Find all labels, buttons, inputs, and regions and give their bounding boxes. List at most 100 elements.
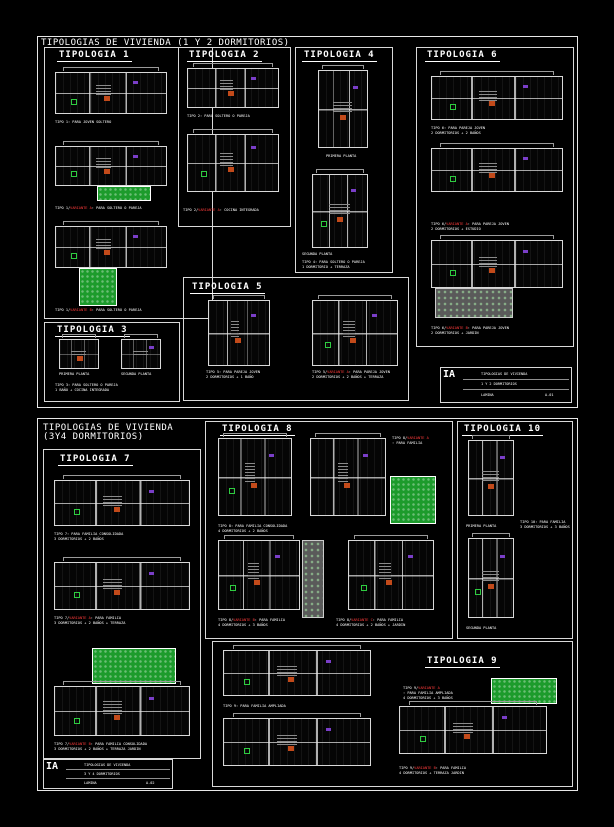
plan-caption: TIPO 1/VARIANTE B: PARA SOLTERO O PAREJA bbox=[55, 308, 142, 312]
tipologia-8-frame: TIPOLOGIA 8 TIPO 8/VARIANTE A : PARA FAM… bbox=[205, 421, 453, 639]
tipologia-4-frame: TIPOLOGIA 4 PRIMERA PLANTA SEGUNDA PLANT… bbox=[295, 47, 393, 273]
tipologia-1-frame: TIPOLOGIA 1 TIPO 1: PARA JOVEN SOLTERO T… bbox=[44, 47, 213, 319]
garden-area bbox=[92, 648, 176, 684]
studio-logo: IA bbox=[46, 761, 59, 772]
garden-area bbox=[97, 186, 151, 201]
garden-area bbox=[390, 476, 436, 524]
sheet-number: A-01 bbox=[545, 393, 554, 397]
plan-caption: TIPO 2/VARIANTE A: COCINA INTEGRADA bbox=[183, 208, 259, 212]
tipologia-7-frame: TIPOLOGIA 7 TIPO 7: PARA FAMILIA CONSOLI… bbox=[43, 449, 201, 759]
plan-caption: 4 DORMITORIOS + 3 BAÑOS bbox=[218, 623, 268, 627]
plan-caption: 4 DORMITORIOS + TERRAZA JARDIN bbox=[399, 771, 464, 775]
plan-caption: TIPO 8: PARA FAMILIA CONSOLIDADA bbox=[218, 524, 288, 528]
tipologia-8-title: TIPOLOGIA 8 bbox=[220, 424, 295, 436]
plan-caption: 4 DORMITORIOS + 2 BAÑOS bbox=[218, 529, 268, 533]
floor-plan bbox=[54, 475, 190, 526]
plan-caption: TIPO 2: PARA SOLTERO O PAREJA bbox=[187, 114, 250, 118]
tipologia-3-title: TIPOLOGIA 3 bbox=[55, 325, 130, 337]
sheet-2-title: TIPOLOGIAS DE VIVIENDA bbox=[43, 423, 174, 433]
tipologia-2-title: TIPOLOGIA 2 bbox=[187, 50, 262, 62]
title-block-row: TIPOLOGIAS DE VIVIENDA bbox=[481, 372, 528, 376]
floor-plan bbox=[348, 535, 434, 610]
tipologia-3-frame: TIPOLOGIA 3 PRIMERA PLANTA SEGUNDA PLANT… bbox=[44, 322, 180, 402]
floor-plan bbox=[223, 645, 371, 696]
plan-caption: : PARA FAMILIA AMPLIADA bbox=[403, 691, 453, 695]
floor-plan bbox=[431, 71, 563, 120]
tipologia-6-frame: TIPOLOGIA 6 TIPO 6: PARA PAREJA JOVEN 2 … bbox=[416, 47, 574, 347]
plan-caption: TIPO 1: PARA JOVEN SOLTERO bbox=[55, 120, 112, 124]
floor-plan bbox=[318, 65, 368, 148]
floor-plan bbox=[218, 433, 292, 516]
floor-plan bbox=[187, 129, 279, 192]
title-block-line bbox=[66, 778, 170, 779]
plan-caption: TIPO 1/VARIANTE A: PARA SOLTERO O PAREJA bbox=[55, 206, 142, 210]
floor-plan bbox=[399, 701, 547, 754]
floor-plan bbox=[54, 557, 190, 610]
tipologia-5-frame: TIPOLOGIA 5 TIPO 5: PARA PAREJA JOVEN 2 … bbox=[183, 277, 409, 401]
plan-caption: 2 DORMITORIOS + 1 BAÑO bbox=[206, 375, 254, 379]
plan-caption: TIPO 7/VARIANTE A: PARA FAMILIA bbox=[54, 616, 122, 620]
title-block-line bbox=[463, 379, 569, 380]
tipologia-2-frame: TIPOLOGIA 2 TIPO 2: PARA SOLTERO O PAREJ… bbox=[178, 47, 291, 227]
floor-plan bbox=[218, 535, 300, 610]
sheet-number: A-02 bbox=[146, 781, 155, 785]
sheet-2-subtitle: (3Y4 DORMITORIOS) bbox=[43, 432, 144, 442]
plan-caption: 3 DORMITORIOS + 3 BAÑOS bbox=[520, 525, 570, 529]
plan-caption: TIPO 10: PARA FAMILIA bbox=[520, 520, 566, 524]
plan-caption: TIPO 4: PARA SOLTERO O PAREJA bbox=[302, 260, 365, 264]
plan-caption: TIPO 5: PARA PAREJA JOVEN bbox=[206, 370, 261, 374]
studio-logo: IA bbox=[443, 369, 456, 380]
tipologia-1-title: TIPOLOGIA 1 bbox=[57, 50, 132, 62]
plan-level-label: SEGUNDA PLANTA bbox=[466, 626, 497, 630]
plan-level-label: PRIMERA PLANTA bbox=[466, 524, 497, 528]
tipologia-5-title: TIPOLOGIA 5 bbox=[190, 282, 265, 294]
tipologia-9-title: TIPOLOGIA 9 bbox=[425, 656, 500, 668]
tipologia-10-frame: TIPOLOGIA 10 PRIMERA PLANTA TIPO 10: PAR… bbox=[457, 421, 573, 639]
plan-caption: TIPO 8/VARIANTE A bbox=[392, 436, 429, 440]
plan-caption: TIPO 5/VARIANTE A: PARA PAREJA JOVEN bbox=[312, 370, 390, 374]
floor-plan bbox=[468, 435, 514, 516]
floor-plan bbox=[55, 141, 167, 186]
plan-caption: TIPO 8/VARIANTE C: PARA FAMILIA bbox=[336, 618, 404, 622]
plan-caption: 3 DORMITORIOS + 2 BAÑOS + TERRAZA bbox=[54, 621, 126, 625]
floor-plan bbox=[55, 67, 167, 114]
tipologia-9-frame: TIPO 9: PARA FAMILIA AMPLIADA TIPOLOGIA … bbox=[212, 641, 573, 787]
floor-plan bbox=[312, 295, 398, 366]
patio-area bbox=[435, 288, 513, 318]
patio-area bbox=[302, 540, 324, 618]
plan-level-label: SEGUNDA PLANTA bbox=[302, 252, 333, 256]
plan-caption: TIPO 9/VARIANTE A bbox=[403, 686, 440, 690]
sheet-1-title: TIPOLOGIAS DE VIVIENDA (1 Y 2 DORMITORIO… bbox=[41, 38, 290, 48]
floor-plan bbox=[187, 63, 279, 108]
plan-caption: TIPO 7: PARA FAMILIA CONSOLIDADA bbox=[54, 532, 124, 536]
plan-caption: TIPO 6: PARA PAREJA JOVEN bbox=[431, 126, 486, 130]
title-block-line bbox=[463, 389, 569, 390]
plan-caption: 4 DORMITORIOS + 3 BAÑOS bbox=[403, 696, 453, 700]
tipologia-4-title: TIPOLOGIA 4 bbox=[302, 50, 377, 62]
garden-area bbox=[491, 678, 557, 704]
floor-plan bbox=[208, 295, 270, 366]
title-block-row: 1 Y 2 DORMITORIOS bbox=[481, 382, 517, 386]
plan-caption: TIPO 9: PARA FAMILIA AMPLIADA bbox=[223, 704, 286, 708]
title-block-row: LAMINA bbox=[481, 393, 494, 397]
title-block: IA TIPOLOGIAS DE VIVIENDA 1 Y 2 DORMITOR… bbox=[440, 367, 572, 403]
plan-caption: TIPO 6/VARIANTE B: PARA PAREJA JOVEN bbox=[431, 326, 509, 330]
floor-plan bbox=[431, 235, 563, 288]
plan-level-label: PRIMERA PLANTA bbox=[326, 154, 357, 158]
plan-caption: 2 DORMITORIOS + JARDIN bbox=[431, 331, 479, 335]
title-block: IA TIPOLOGIAS DE VIVIENDA 3 Y 4 DORMITOR… bbox=[43, 759, 173, 789]
plan-level-label: SEGUNDA PLANTA bbox=[121, 372, 152, 376]
floor-plan bbox=[121, 334, 161, 369]
plan-caption: 1 DORMITORIO + TERRAZA bbox=[302, 265, 350, 269]
plan-caption: 3 DORMITORIOS + 2 BAÑOS + TERRAZA JARDIN bbox=[54, 747, 141, 751]
title-block-row: 3 Y 4 DORMITORIOS bbox=[84, 772, 120, 776]
tipologia-6-title: TIPOLOGIA 6 bbox=[425, 50, 500, 62]
floor-plan bbox=[431, 143, 563, 192]
plan-caption: 2 DORMITORIOS + ESTUDIO bbox=[431, 227, 481, 231]
title-block-row: LAMINA bbox=[84, 781, 97, 785]
tipologia-7-title: TIPOLOGIA 7 bbox=[58, 454, 133, 466]
plan-caption: 4 DORMITORIOS + 2 BAÑOS + JARDIN bbox=[336, 623, 406, 627]
title-block-line bbox=[66, 769, 170, 770]
plan-caption: TIPO 8/VARIANTE B: PARA FAMILIA bbox=[218, 618, 286, 622]
plan-caption: TIPO 9/VARIANTE B: PARA FAMILIA bbox=[399, 766, 467, 770]
